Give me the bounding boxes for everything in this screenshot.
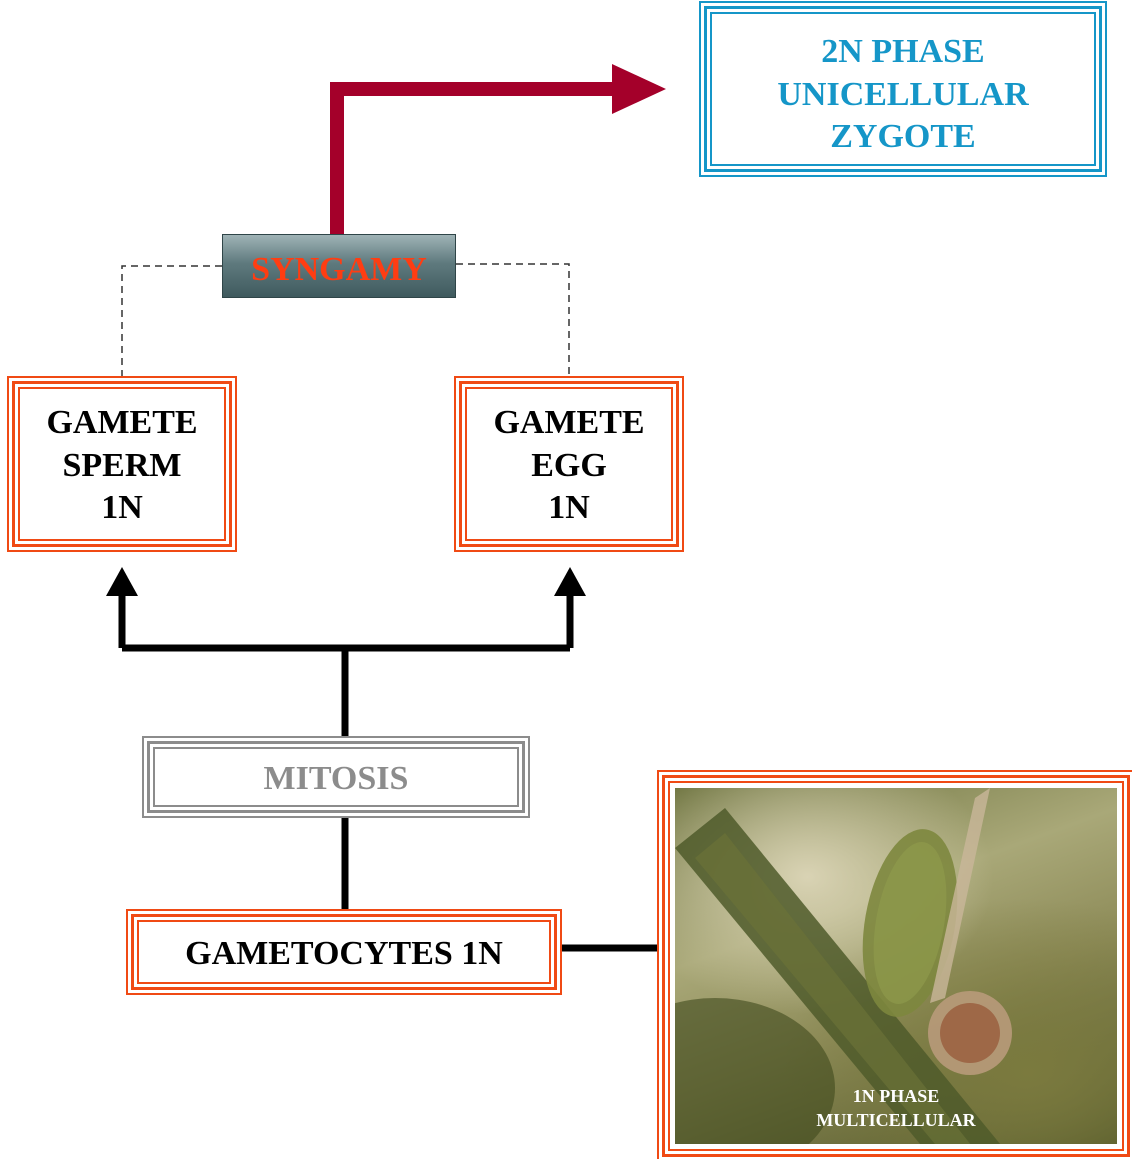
dashed-connector-left bbox=[121, 265, 222, 380]
multicellular-photo-frame: 1N PHASE MULTICELLULAR bbox=[662, 775, 1130, 1157]
syngamy-label: SYNGAMY bbox=[251, 251, 427, 288]
mitosis-label: MITOSIS bbox=[263, 760, 409, 797]
mitosis-box: MITOSIS bbox=[147, 741, 525, 813]
zygote-line-2: UNICELLULAR bbox=[777, 75, 1029, 113]
sperm-line-3: 1N bbox=[101, 489, 143, 526]
gamete-sperm-box: GAMETE SPERM 1N bbox=[12, 381, 232, 547]
zygote-box: 2N PHASE UNICELLULAR ZYGOTE bbox=[704, 6, 1102, 172]
micrograph-illustration bbox=[675, 788, 1012, 1144]
egg-line-3: 1N bbox=[548, 489, 590, 526]
gamete-egg-box: GAMETE EGG 1N bbox=[459, 381, 679, 547]
zygote-line-3: ZYGOTE bbox=[830, 118, 976, 155]
egg-line-1: GAMETE bbox=[493, 404, 645, 441]
photo-caption-line-1: 1N PHASE bbox=[852, 1086, 940, 1106]
dashed-connector-right bbox=[456, 263, 570, 380]
sperm-line-1: GAMETE bbox=[46, 404, 198, 441]
zygote-line-1: 2N PHASE bbox=[821, 33, 985, 70]
sperm-line-2: SPERM bbox=[62, 446, 182, 484]
syngamy-to-zygote-arrow bbox=[330, 82, 620, 236]
gametocytes-label: GAMETOCYTES 1N bbox=[185, 935, 503, 972]
arrowhead-to-egg bbox=[554, 567, 586, 596]
egg-line-2: EGG bbox=[531, 446, 607, 484]
photo-caption-line-2: MULTICELLULAR bbox=[816, 1110, 976, 1131]
gametophyte-micrograph: 1N PHASE MULTICELLULAR bbox=[675, 788, 1117, 1144]
gametocytes-box: GAMETOCYTES 1N bbox=[131, 914, 557, 990]
arrowhead-crimson bbox=[612, 64, 666, 114]
syngamy-box: SYNGAMY bbox=[222, 234, 456, 298]
mitosis-split-connector bbox=[118, 592, 574, 740]
arrowhead-to-sperm bbox=[106, 567, 138, 596]
